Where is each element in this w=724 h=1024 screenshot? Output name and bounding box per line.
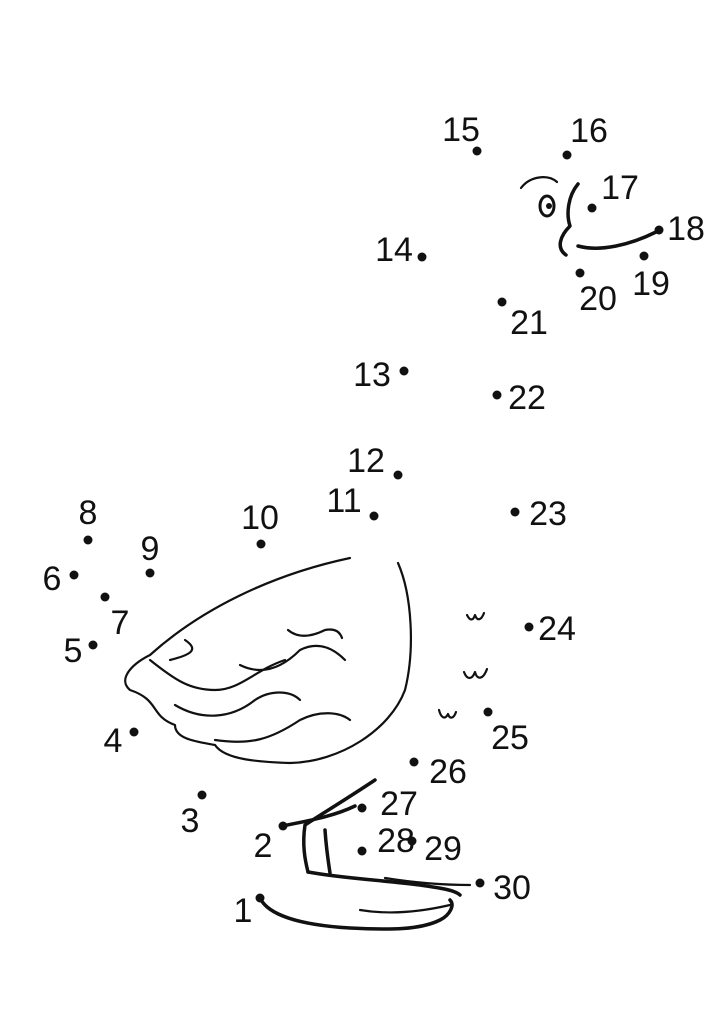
dot-26 — [409, 757, 419, 767]
dot-9 — [145, 568, 155, 578]
dot-label-27: 27 — [380, 785, 418, 823]
dot-11 — [369, 511, 379, 521]
beak-mouth-line — [576, 230, 658, 250]
dot-20 — [575, 268, 585, 278]
dot-label-18: 18 — [667, 210, 705, 248]
goose-body-marks — [437, 611, 489, 719]
dot-28 — [357, 846, 367, 856]
dot-label-22: 22 — [508, 379, 546, 417]
dot-label-17: 17 — [601, 169, 639, 207]
dot-label-11: 11 — [326, 482, 361, 520]
dot-label-19: 19 — [632, 265, 670, 303]
dot-label-9: 9 — [141, 530, 160, 568]
dot-label-21: 21 — [510, 304, 548, 342]
beak-outline — [558, 182, 580, 257]
dot-label-8: 8 — [79, 494, 98, 532]
dot-5 — [88, 640, 98, 650]
dot-25 — [483, 707, 493, 717]
dot-8 — [83, 535, 93, 545]
dot-label-25: 25 — [491, 719, 529, 757]
dot-12 — [393, 470, 403, 480]
dot-7 — [100, 592, 110, 602]
dot-27 — [357, 803, 367, 813]
dot-1 — [255, 893, 265, 903]
goose-legs-feet — [258, 778, 472, 931]
dot-label-2: 2 — [254, 827, 273, 865]
dot-4 — [129, 727, 139, 737]
dot-6 — [69, 570, 79, 580]
dot-label-7: 7 — [111, 604, 130, 642]
dot-label-16: 16 — [570, 112, 608, 150]
dot-3 — [197, 790, 207, 800]
dot-label-3: 3 — [181, 802, 200, 840]
dot-24 — [524, 622, 534, 632]
dot-label-26: 26 — [429, 753, 467, 791]
eyebrow-line — [519, 176, 559, 190]
dot-label-15: 15 — [442, 111, 480, 149]
dot-label-12: 12 — [347, 442, 385, 480]
dot-label-4: 4 — [104, 722, 123, 760]
eye-icon — [538, 194, 556, 218]
goose-wing — [124, 556, 412, 765]
dot-14 — [417, 252, 427, 262]
dot-label-20: 20 — [579, 280, 617, 318]
dot-10 — [256, 539, 266, 549]
dot-label-29: 29 — [424, 830, 462, 868]
dot-label-24: 24 — [538, 610, 576, 648]
dot-16 — [562, 150, 572, 160]
dot-21 — [497, 297, 507, 307]
dot-label-5: 5 — [64, 632, 83, 670]
dot-label-30: 30 — [493, 869, 531, 907]
dot-19 — [639, 251, 649, 261]
dot-13 — [399, 366, 409, 376]
dot-29 — [407, 836, 417, 846]
dot-label-6: 6 — [43, 560, 62, 598]
dot-15 — [472, 146, 482, 156]
eye-pupil — [546, 203, 552, 209]
dot-label-14: 14 — [375, 231, 413, 269]
dot-18 — [654, 225, 664, 235]
dot-label-13: 13 — [353, 356, 391, 394]
dot-30 — [475, 878, 485, 888]
dot-label-23: 23 — [529, 495, 567, 533]
dot-23 — [510, 507, 520, 517]
goose-head-details — [519, 176, 658, 257]
dot-22 — [492, 390, 502, 400]
dot-2 — [278, 821, 288, 831]
dot-label-10: 10 — [241, 499, 279, 537]
dot-17 — [587, 203, 597, 213]
dot-label-1: 1 — [234, 892, 253, 930]
